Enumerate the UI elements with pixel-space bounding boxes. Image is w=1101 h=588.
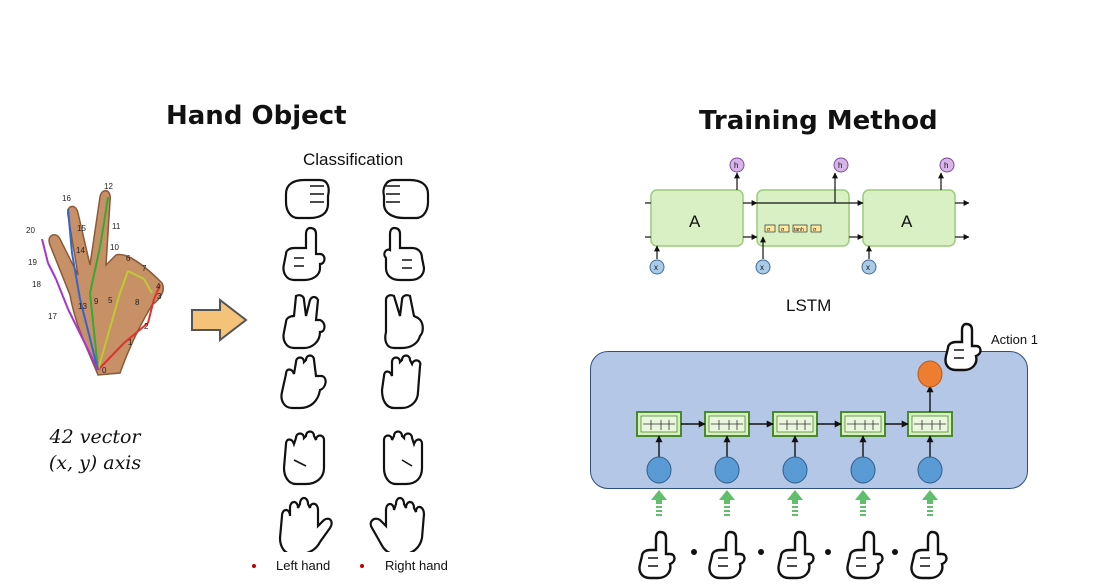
action-label: Action 1: [991, 332, 1038, 347]
x-input-next: [861, 259, 877, 275]
x-input-prev: [649, 259, 665, 275]
seq-dot-2: [758, 549, 764, 555]
training-method-title: Training Method: [699, 106, 938, 136]
index-up-icon-right: [383, 226, 426, 282]
hand-frame-1: [638, 530, 676, 580]
landmark-17: 17: [48, 312, 57, 321]
h-output-prev: [729, 157, 745, 173]
feed-arrow-4: [855, 490, 871, 516]
classification-label: Classification: [303, 150, 404, 169]
legend-left-dot: [252, 564, 256, 568]
landmark-19: 19: [28, 258, 37, 267]
landmark-16: 16: [62, 194, 71, 203]
vector-note-line1: 42 vector: [49, 426, 141, 448]
mini-cell-4: [840, 411, 886, 437]
input-node-2: [714, 456, 740, 484]
feed-arrow-3: [787, 490, 803, 516]
three-fingers-icon-left: [280, 354, 327, 410]
input-node-3: [782, 456, 808, 484]
h-label-next: h: [944, 161, 948, 170]
input-node-1: [646, 456, 672, 484]
gate-1: σ: [767, 227, 771, 233]
mini-cell-2: [704, 411, 750, 437]
mini-cell-5: [907, 411, 953, 437]
lstm-cell-next: [862, 189, 956, 247]
open-palm-icon-left: [278, 496, 333, 552]
x-label-current: x: [760, 263, 764, 272]
input-node-4: [850, 456, 876, 484]
landmark-18: 18: [32, 280, 41, 289]
mini-cell-1: [636, 411, 682, 437]
cell-label-next: A: [901, 212, 913, 231]
landmark-5: 5: [108, 296, 113, 305]
landmark-11: 11: [112, 222, 121, 231]
hand-landmark-diagram: 0 1 2 3 4 5 6 7 8 9 10 11 12 13 14 15 16…: [26, 182, 164, 376]
four-fingers-icon-right: [382, 430, 424, 486]
lstm-sequence-diagram: [636, 322, 982, 580]
landmark-8: 8: [135, 298, 140, 307]
hand-object-title: Hand Object: [166, 101, 347, 131]
lstm-label: LSTM: [786, 296, 832, 315]
landmark-12: 12: [104, 182, 113, 191]
v-sign-icon-right: [384, 294, 424, 350]
landmark-3: 3: [157, 292, 162, 301]
h-output-next: [939, 157, 955, 173]
gate-2: σ: [781, 227, 785, 233]
feed-arrow-2: [719, 490, 735, 516]
lstm-cell-prev: [650, 189, 744, 247]
seq-dot-4: [892, 549, 898, 555]
hand-frame-5: [910, 530, 948, 580]
vector-note: 42 vector (x, y) axis: [20, 424, 170, 476]
four-fingers-icon-left: [282, 430, 326, 486]
legend-right-dot: [360, 564, 364, 568]
landmark-10: 10: [110, 243, 119, 252]
arrow-right-icon: [191, 298, 248, 342]
three-fingers-icon-right: [380, 354, 422, 410]
gate-3: tanh: [794, 227, 804, 233]
landmark-7: 7: [142, 264, 147, 273]
landmark-6: 6: [126, 254, 131, 263]
landmark-2: 2: [144, 322, 149, 331]
x-input-current: [755, 259, 771, 275]
open-palm-icon-right: [369, 496, 426, 552]
vector-note-line2: (x, y) axis: [48, 452, 142, 474]
feed-arrow-5: [922, 490, 938, 516]
landmark-13: 13: [78, 302, 87, 311]
seq-dot-1: [691, 549, 697, 555]
feed-arrow-1: [651, 490, 667, 516]
landmark-14: 14: [76, 246, 85, 255]
output-node: [917, 360, 943, 388]
x-label-next: x: [866, 263, 870, 272]
lstm-unrolled-diagram: A A σ σ tanh σ h h h x x x: [645, 157, 970, 275]
landmark-0: 0: [102, 366, 107, 375]
x-label-prev: x: [654, 263, 658, 272]
gate-4: σ: [813, 227, 817, 233]
hand-frame-2: [708, 530, 746, 580]
landmark-9: 9: [94, 297, 99, 306]
seq-dot-3: [825, 549, 831, 555]
h-output-current: [833, 157, 849, 173]
landmark-4: 4: [156, 282, 161, 291]
v-sign-icon-left: [282, 294, 326, 350]
input-node-5: [917, 456, 943, 484]
landmark-20: 20: [26, 226, 35, 235]
h-label-prev: h: [734, 161, 738, 170]
mini-cell-3: [772, 411, 818, 437]
legend-left-label: Left hand: [276, 558, 331, 573]
hand-frame-3: [777, 530, 815, 580]
gesture-icons-grid: [278, 178, 430, 552]
action-hand-icon: [944, 322, 982, 372]
hand-frame-4: [846, 530, 884, 580]
landmark-1: 1: [128, 338, 133, 347]
legend-right-label: Right hand: [385, 558, 448, 573]
fist-icon-left: [284, 178, 330, 220]
index-up-icon-left: [282, 226, 326, 282]
landmark-15: 15: [77, 224, 86, 233]
cell-label-prev: A: [689, 212, 701, 231]
fist-icon-right: [382, 178, 430, 220]
h-label-current: h: [838, 161, 842, 170]
